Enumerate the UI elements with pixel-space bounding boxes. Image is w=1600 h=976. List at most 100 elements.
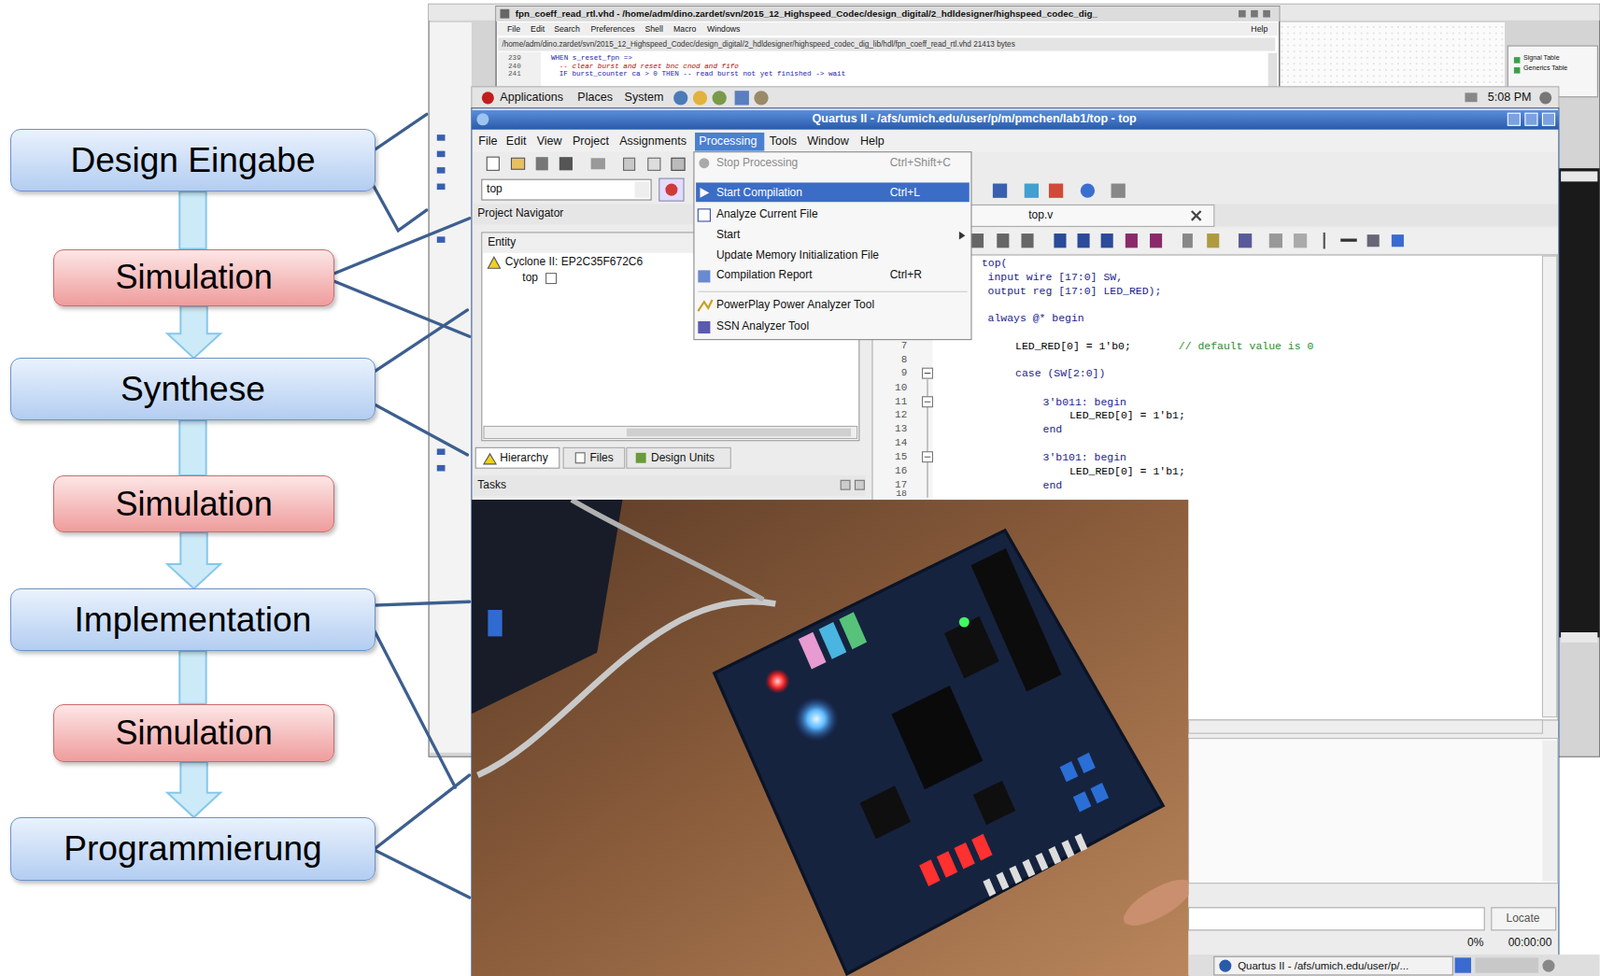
quartus-window (1542, 960, 1555, 973)
code-line: input wire [17:0] SW, (988, 270, 1124, 284)
toolbar-icons (635, 181, 650, 198)
menu-item: View (537, 134, 563, 148)
board-components (1008, 865, 1022, 884)
desktop-panel (471, 86, 1559, 109)
window-title: fpn_coeff_read_rtl.vhd - /home/adm/dino.… (515, 8, 1098, 19)
toolbar-icons (486, 156, 499, 170)
board-components (1090, 782, 1109, 804)
editor-toolbar (1391, 234, 1404, 247)
quartus-window (487, 256, 500, 269)
quartus-window (840, 480, 850, 490)
code-comment: -- clear burst and reset bnc cnod and fi… (559, 62, 739, 71)
quartus-window (483, 453, 496, 465)
dropdown-menu (699, 187, 709, 199)
shortcut: Ctrl+L (890, 186, 921, 200)
back-window (437, 184, 446, 191)
board-photo (571, 499, 764, 600)
board-components (1034, 852, 1048, 871)
back-window (1514, 67, 1521, 74)
step-label: Synthese (120, 368, 266, 410)
board-components (798, 632, 827, 670)
board-components (892, 685, 984, 790)
simulation-step: Simulation (53, 475, 336, 533)
code-line: LED_RED[0] = 1'b1; (1069, 465, 1186, 478)
line-number: 10 (894, 382, 907, 395)
step-label: Simulation (114, 257, 272, 298)
board-components (838, 611, 867, 650)
step-label: Programmierung (63, 828, 322, 869)
code-line: output reg [17:0] LED_RED); (988, 284, 1162, 298)
back-window (437, 236, 446, 243)
editor-window (495, 6, 1280, 99)
toolbar-icons (992, 184, 1007, 199)
editor-toolbar (1323, 232, 1326, 249)
step-label: Simulation (114, 713, 272, 753)
desktop-panel (481, 91, 495, 104)
panel-title: Project Navigator (477, 207, 564, 221)
back-window (1560, 632, 1598, 643)
toolbar-icons (1048, 184, 1063, 199)
board-photo (793, 696, 839, 742)
window-title: Quartus II - /afs/umich.edu/user/p/m/pmc… (812, 112, 1137, 126)
dropdown-menu (697, 291, 967, 293)
code-line: end (1043, 479, 1063, 492)
line-number: 13 (894, 423, 907, 436)
dropdown-menu (697, 299, 712, 312)
menu-entry: Stop Processing (716, 156, 798, 170)
board-photo (714, 530, 1163, 975)
editor-toolbar (1238, 233, 1252, 248)
step-label: Simulation (114, 484, 272, 524)
flow-arrow (179, 651, 206, 705)
desktop-panel (1539, 91, 1552, 104)
board-components (1061, 839, 1075, 858)
toolbar-icons (591, 157, 606, 170)
tab-label: Hierarchy (499, 452, 548, 466)
desktop-panel (712, 90, 727, 105)
line-number: 239 (508, 54, 522, 63)
menu-item: Help (860, 134, 885, 148)
toolbar-icons (659, 178, 684, 201)
quartus-window (1491, 907, 1557, 931)
tab-label: top.v (1028, 209, 1053, 223)
quartus-window (870, 203, 1558, 227)
quartus-window (924, 373, 932, 458)
editor-toolbar (1020, 233, 1034, 248)
leader-lines (361, 601, 470, 788)
tab-label: Design Units (651, 452, 715, 466)
toolbar-icons (481, 179, 652, 200)
menu-item: Edit (530, 24, 545, 34)
board-components (819, 622, 848, 660)
quartus-window (854, 480, 864, 490)
editor-toolbar (1125, 233, 1138, 248)
line-number: 240 (508, 62, 522, 71)
dropdown-menu (697, 209, 710, 222)
quartus-window (1189, 907, 1486, 931)
dropdown-menu (693, 152, 972, 340)
line-number: 18 (895, 488, 907, 499)
toolbar-icons (1024, 184, 1039, 199)
step-label: Implementation (74, 599, 312, 640)
shortcut: Ctrl+Shift+C (890, 156, 951, 170)
menu-entry: Start (716, 228, 740, 242)
back-window (1514, 56, 1521, 64)
menu-entry: SSN Analyzer Tool (716, 320, 809, 334)
board-components (971, 834, 992, 862)
line-number: 7 (901, 339, 908, 353)
leader-lines (325, 218, 470, 338)
shortcut: Ctrl+R (890, 269, 922, 283)
editor-window (499, 9, 510, 19)
desktop-panel (735, 90, 750, 105)
editor-window (495, 6, 1280, 22)
back-window (1280, 22, 1505, 92)
quartus-window (1189, 954, 1600, 976)
flow-arrow (179, 191, 206, 249)
quartus-window (1525, 113, 1538, 126)
code-line: LED_RED[0] = 1'b0; (1015, 339, 1132, 353)
quartus-window (471, 108, 1600, 976)
line-number: 12 (894, 409, 907, 422)
menu-entry: Start Compilation (716, 186, 803, 200)
code-line: end (1043, 423, 1063, 436)
editor-toolbar (1269, 233, 1283, 248)
